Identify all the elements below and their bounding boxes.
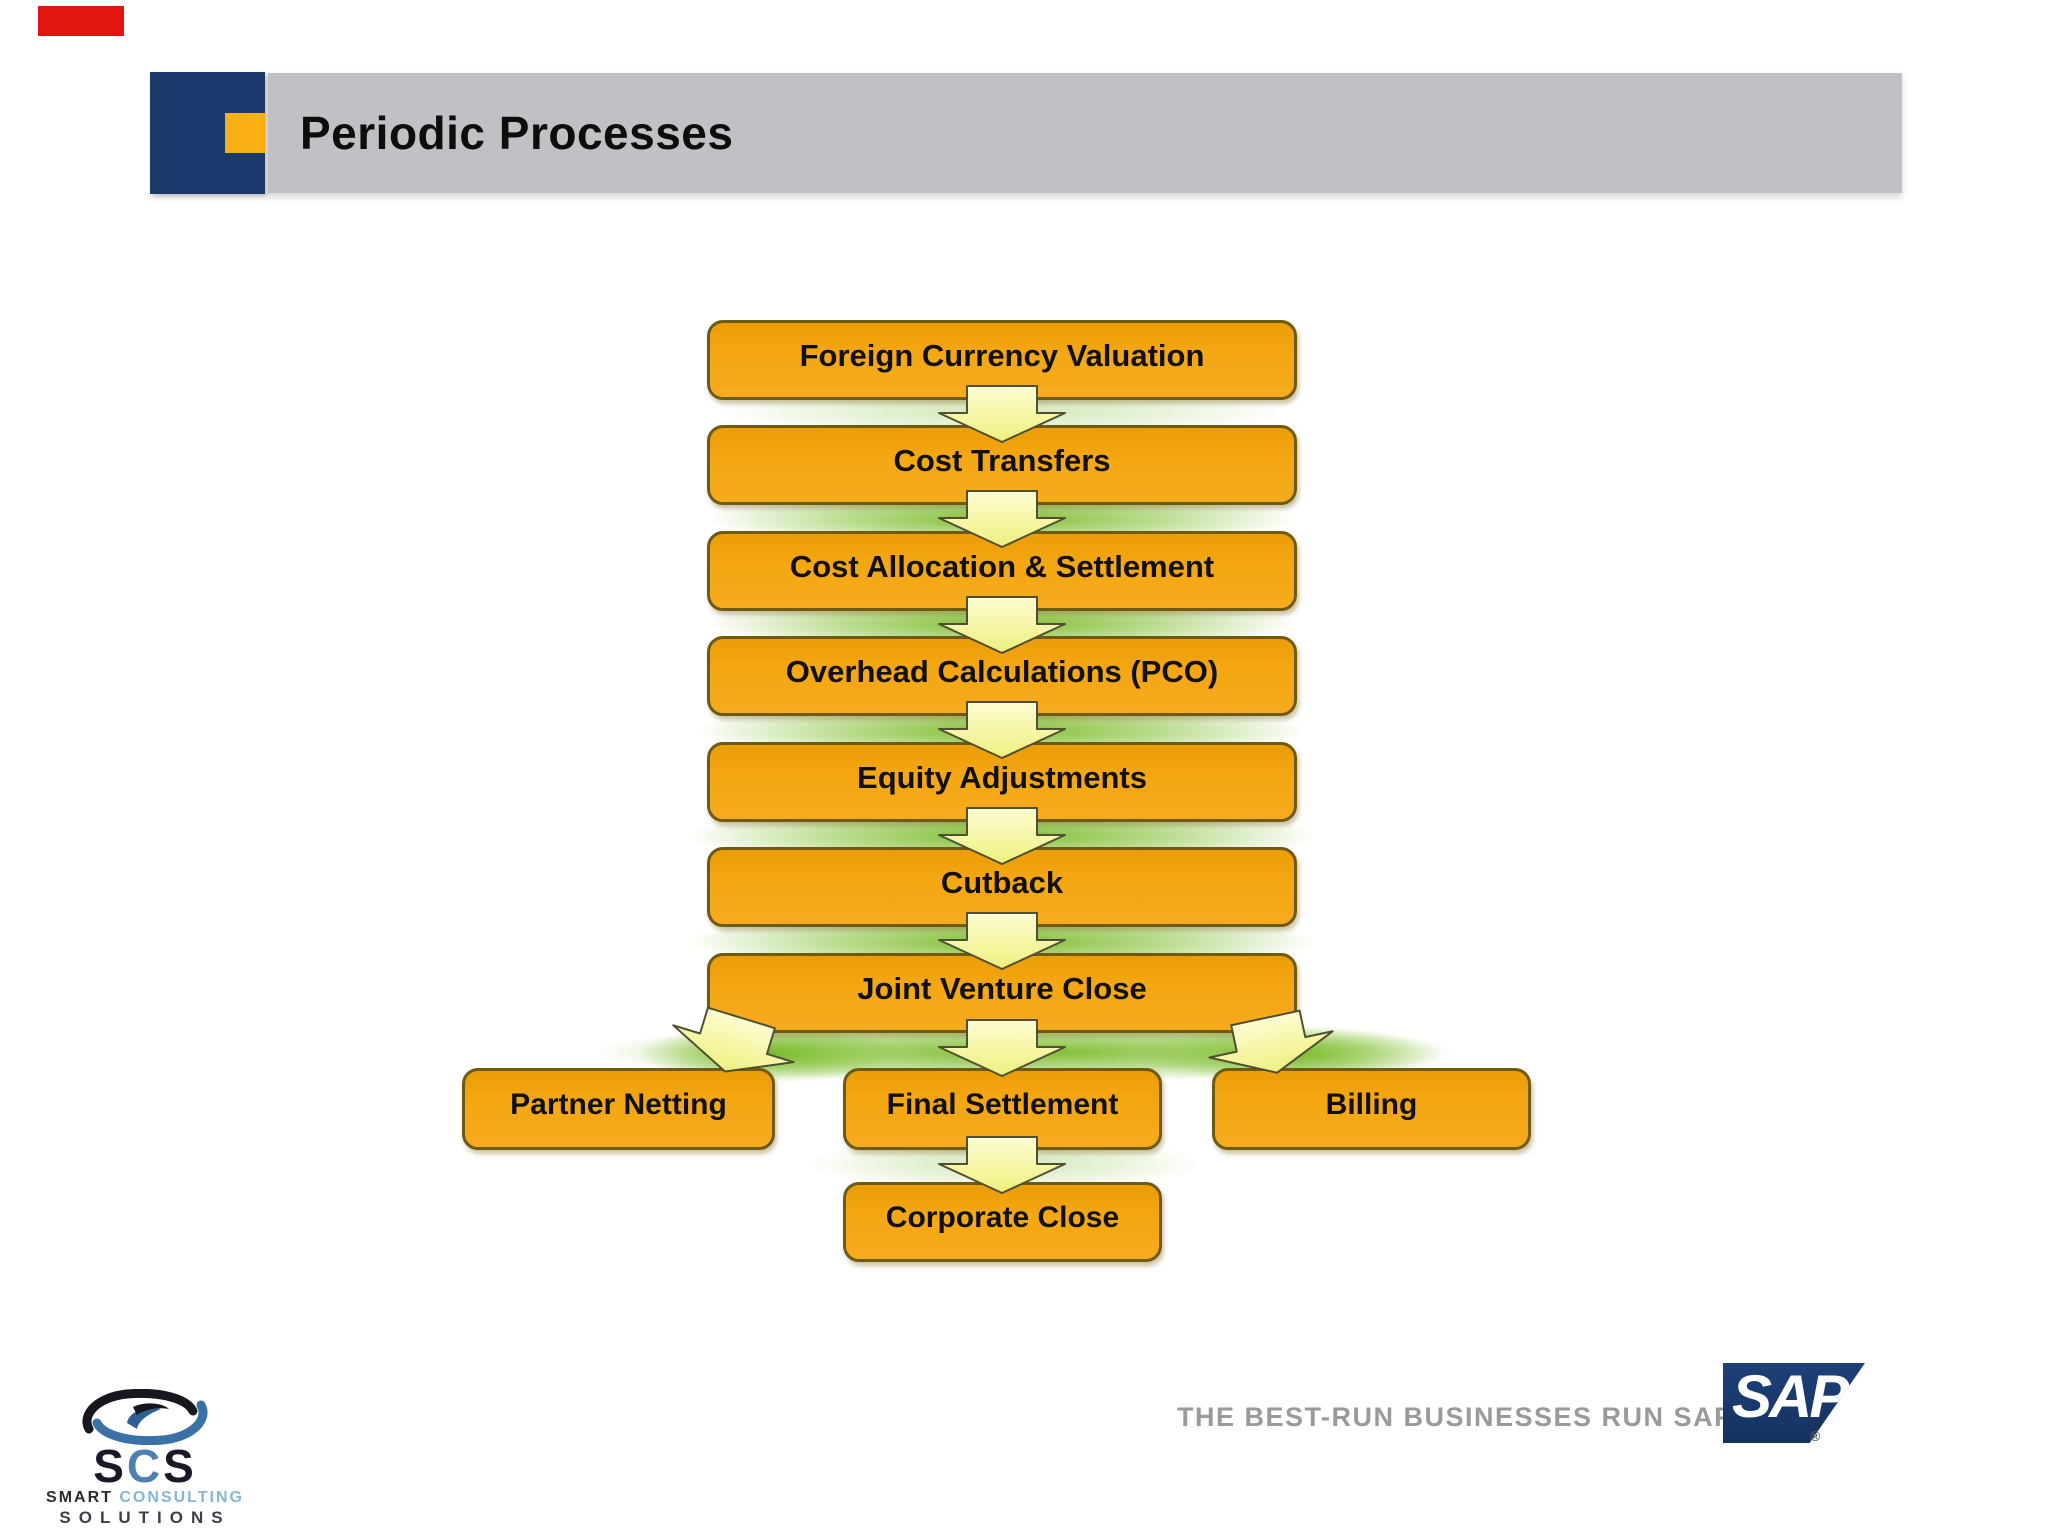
sap-registered-mark: ® [1810, 1428, 1821, 1444]
down-arrow-icon [938, 596, 1066, 654]
scs-consulting-text: CONSULTING [119, 1489, 244, 1506]
flow-box-billing: Billing [1212, 1068, 1531, 1150]
scs-letter: S [163, 1440, 197, 1492]
flow-box-label: Partner Netting [510, 1088, 727, 1121]
flow-box-label: Foreign Currency Valuation [799, 338, 1205, 373]
down-left-arrow-icon [672, 1006, 795, 1073]
sap-logo-text: SAP [1732, 1363, 1849, 1430]
scs-subtitle-line2: SOLUTIONS [59, 1508, 231, 1527]
down-arrow-icon [938, 701, 1066, 759]
down-arrow-icon [938, 807, 1066, 865]
flow-box-label: Final Settlement [886, 1088, 1119, 1121]
down-arrow-icon [938, 385, 1066, 443]
page-title: Periodic Processes [300, 107, 734, 159]
flow-box-label: Cost Transfers [893, 443, 1111, 478]
scs-logo: SCS SMART CONSULTING SOLUTIONS [20, 1381, 270, 1536]
scs-subtitle-line1: SMART CONSULTING [20, 1489, 270, 1507]
title-bar: Periodic Processes [268, 73, 1902, 193]
red-corner-mark [38, 6, 124, 36]
down-arrow-icon [938, 912, 1066, 970]
flow-box-label: Equity Adjustments [857, 760, 1147, 795]
header-orange-square [225, 113, 265, 153]
flow-box-label: Corporate Close [885, 1201, 1120, 1234]
scs-letter: C [126, 1440, 164, 1492]
scs-letter: S [93, 1440, 127, 1492]
flow-box-label: Billing [1325, 1088, 1418, 1121]
flow-box-label: Overhead Calculations (PCO) [785, 654, 1219, 689]
flow-box-label: Cost Allocation & Settlement [789, 549, 1215, 584]
scs-swirl-icon [82, 1389, 208, 1445]
down-arrow-icon [938, 1019, 1066, 1077]
flow-box-corporate-close: Corporate Close [843, 1182, 1162, 1262]
scs-smart-text: SMART [46, 1489, 120, 1506]
down-arrow-icon [938, 490, 1066, 548]
down-arrow-icon [938, 1136, 1066, 1194]
flow-box-label: Joint Venture Close [857, 971, 1147, 1006]
down-right-arrow-icon [1208, 1009, 1334, 1074]
sap-tagline: THE BEST-RUN BUSINESSES RUN SAP [1177, 1402, 1734, 1432]
flow-box-partner-netting: Partner Netting [462, 1068, 775, 1150]
flow-box-label: Cutback [940, 865, 1064, 900]
sap-logo: SAP [1723, 1363, 1865, 1443]
scs-wordmark: SCS [20, 1443, 270, 1489]
